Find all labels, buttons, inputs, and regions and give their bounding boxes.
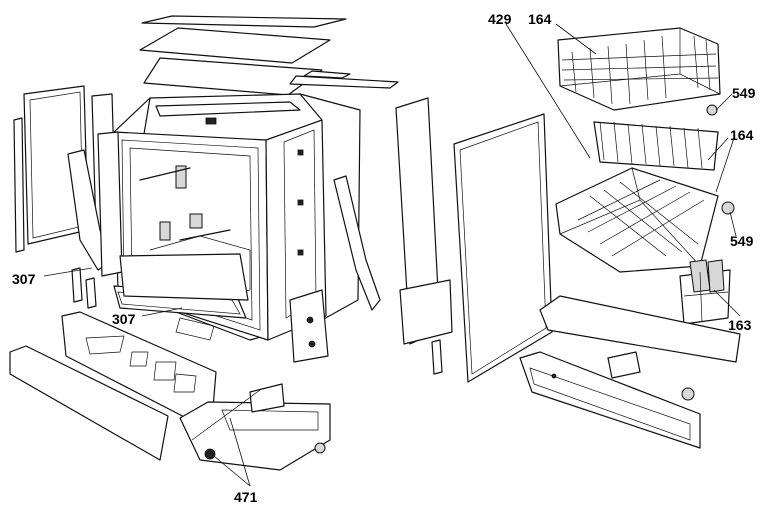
right-side-panel [395,97,553,383]
right-hinge [289,175,381,363]
callout-429: 429 [488,11,512,27]
callout-307-left: 307 [12,271,36,287]
callout-471: 471 [234,489,258,505]
callout-164-upper-rack: 164 [528,11,552,27]
upper-rack-insert [593,121,719,171]
callout-549-upper: 549 [732,85,756,101]
lower-rack [555,167,735,273]
lower-assembly [9,311,331,471]
callout-164-lower-rack: 164 [730,127,754,143]
callout-labels: 429 164 549 164 549 163 307 307 471 [12,11,756,505]
base-frame [519,295,741,449]
callout-549-lower: 549 [730,233,754,249]
callout-307-door: 307 [112,311,136,327]
upper-rack [557,27,721,116]
top-panel-group [139,15,399,96]
cutlery-basket [679,259,731,325]
door-frame [71,131,249,341]
leader-lines [43,23,741,487]
callout-163: 163 [728,317,752,333]
